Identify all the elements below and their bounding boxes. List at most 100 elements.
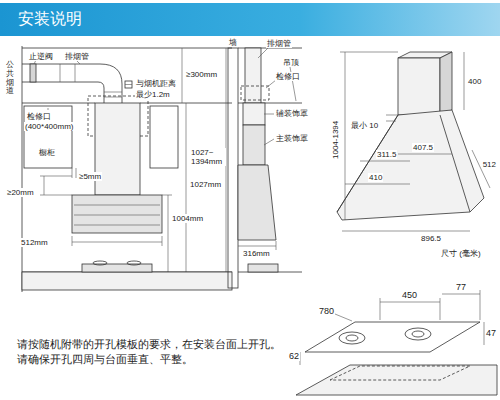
dimension-label: ≥5mm bbox=[78, 172, 102, 181]
dimension-label: 512mm bbox=[20, 238, 49, 247]
check-valve bbox=[30, 64, 36, 82]
dimension-line bbox=[72, 242, 162, 243]
dimension-label: 316mm bbox=[242, 249, 271, 258]
part-label: 主装饰罩 bbox=[275, 134, 309, 143]
range-hood bbox=[72, 195, 162, 233]
dimension-label: 450 bbox=[401, 290, 418, 300]
dimension-tick bbox=[440, 298, 441, 320]
hood-body bbox=[238, 165, 276, 240]
part-label: 吊顶 bbox=[282, 58, 300, 67]
chimney-side bbox=[440, 52, 452, 115]
main-cover bbox=[243, 125, 265, 165]
dimension-label: 1004-1394 bbox=[331, 120, 340, 160]
hood-panel-line bbox=[74, 225, 160, 226]
hood-panel-line bbox=[74, 215, 160, 216]
vertical-label: 公共烟道 bbox=[6, 60, 14, 97]
dimension-tick bbox=[480, 290, 481, 320]
chimney-front bbox=[398, 58, 440, 115]
wall-cabinet bbox=[150, 106, 178, 168]
wall-cabinet bbox=[24, 106, 72, 168]
cabinet-door-line bbox=[48, 108, 49, 110]
burner bbox=[339, 332, 365, 344]
dimension-label: 47 bbox=[485, 328, 497, 338]
exhaust-duct bbox=[22, 82, 104, 103]
wall bbox=[228, 48, 238, 288]
hood-panel-line bbox=[74, 205, 160, 206]
leader-line bbox=[335, 314, 352, 321]
dimension-line bbox=[72, 168, 73, 178]
part-label: (400*400mm) bbox=[24, 122, 74, 131]
part-label: 检修口 bbox=[275, 72, 301, 81]
dimension-line bbox=[345, 184, 410, 185]
dimension-line bbox=[380, 302, 440, 303]
part-label: 辅装饰罩 bbox=[275, 109, 309, 118]
burner bbox=[412, 331, 424, 337]
page-title: 安装说明 bbox=[18, 10, 82, 28]
dimension-line bbox=[342, 231, 470, 232]
dimension-line bbox=[76, 168, 77, 178]
dimension-tick bbox=[386, 115, 398, 116]
part-label: 橱柜 bbox=[38, 148, 56, 157]
exhaust-duct bbox=[22, 64, 122, 103]
dimension-line bbox=[186, 103, 187, 272]
unit-note: 尺寸 (毫米) bbox=[440, 249, 482, 258]
dimension-label: 780 bbox=[318, 306, 335, 316]
cutout-outline bbox=[330, 366, 470, 380]
part-label: 止逆阀 bbox=[28, 52, 54, 61]
hood-distance-icon bbox=[125, 81, 132, 88]
duct-rib bbox=[104, 92, 122, 93]
auxiliary-cover bbox=[243, 103, 265, 125]
gas-stove bbox=[248, 264, 278, 272]
dimension-label: ≥20mm bbox=[6, 188, 35, 197]
note-label: 与烟机距离 bbox=[135, 79, 177, 88]
access-opening bbox=[241, 86, 269, 100]
hood-distance-icon bbox=[125, 84, 132, 85]
dimension-line bbox=[44, 176, 45, 195]
dimension-label: 最小 10 bbox=[350, 121, 379, 130]
dimension-tick bbox=[340, 52, 398, 53]
dimension-line bbox=[442, 294, 480, 295]
dimension-label: 896.5 bbox=[420, 234, 442, 243]
flue-wall bbox=[22, 46, 23, 292]
glass-edge bbox=[337, 115, 398, 212]
dimension-line bbox=[464, 52, 465, 110]
leader-line bbox=[264, 139, 274, 145]
dimension-line bbox=[398, 154, 452, 155]
hood-body bbox=[337, 110, 484, 220]
dimension-line bbox=[40, 195, 72, 196]
burner bbox=[93, 261, 107, 265]
dimension-line bbox=[40, 176, 72, 177]
burner bbox=[127, 261, 141, 265]
instruction-text: 请确保开孔四周与台面垂直、平整。 bbox=[16, 353, 194, 366]
gas-stove bbox=[82, 264, 152, 272]
dimension-tick bbox=[276, 241, 277, 250]
suspended-ceiling bbox=[22, 103, 95, 104]
countertop bbox=[296, 365, 497, 395]
dimension-line bbox=[168, 195, 169, 272]
dimension-label: 1004mm bbox=[171, 214, 204, 223]
dimension-tick bbox=[380, 298, 381, 320]
cooktop-glass bbox=[305, 322, 480, 352]
leader-line bbox=[258, 48, 268, 58]
dimension-label: 311.5 bbox=[376, 150, 397, 159]
dimension-label: 77 bbox=[455, 282, 467, 292]
kitchen-counter bbox=[22, 272, 232, 290]
ceiling-slab bbox=[22, 48, 232, 49]
duct-rib bbox=[60, 64, 61, 82]
exhaust-duct bbox=[245, 48, 261, 103]
part-label: 检修口 bbox=[26, 112, 52, 121]
note-label: 最少1.2m bbox=[135, 90, 171, 99]
dimension-line bbox=[182, 48, 183, 103]
burner bbox=[405, 328, 431, 340]
instruction-text: 请按随机附带的开孔模板的要求，在安装台面上开孔。 bbox=[16, 338, 282, 351]
dimension-line bbox=[345, 52, 346, 220]
dimension-label: 407.5 bbox=[412, 143, 434, 152]
title-band bbox=[0, 3, 500, 36]
dimension-tick bbox=[72, 236, 73, 246]
dimension-tick bbox=[162, 236, 163, 246]
dimension-label: ≥300mm bbox=[185, 70, 218, 79]
dimension-label: 1027mm bbox=[189, 180, 222, 189]
dimension-label: 400 bbox=[467, 77, 482, 86]
part-label: 排烟管 bbox=[64, 52, 90, 61]
